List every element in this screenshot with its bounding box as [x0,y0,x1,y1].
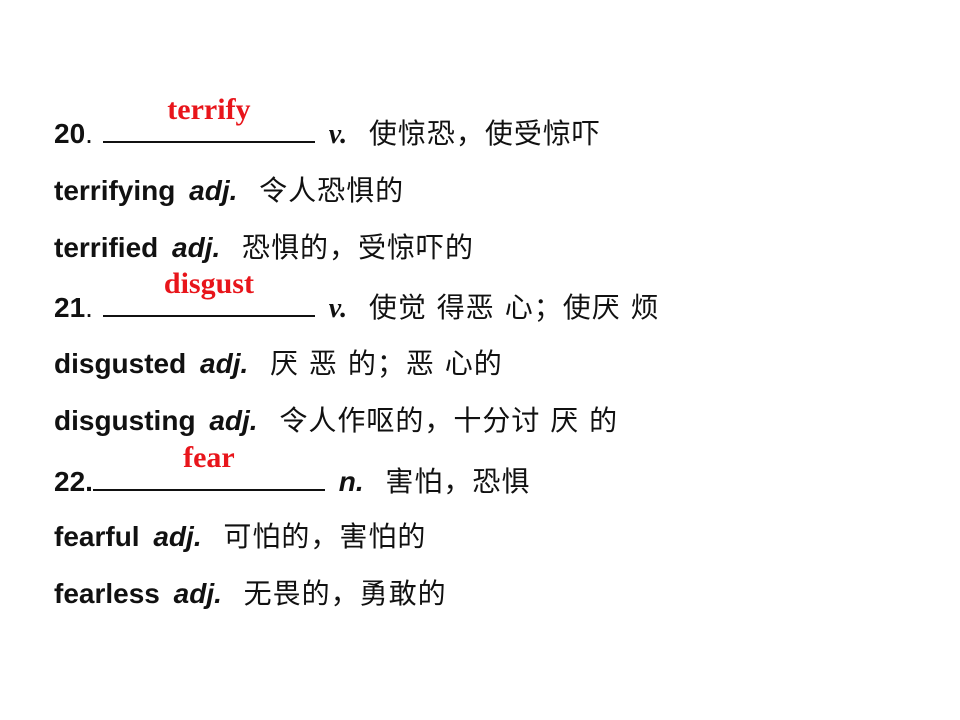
item-number: 20 [54,118,86,149]
derivative-word: disgusted [54,348,187,379]
answer-text: terrify [167,93,251,126]
definition: 可怕的，害怕的 [223,520,427,553]
vocab-entry-21: 21. disgust v. 使觉 得恶 心；使厌 烦 [54,267,660,325]
part-of-speech: adj. [153,521,202,552]
derivative-entry: disgusted adj. 厌 恶 的；恶 心的 [54,344,503,384]
item-separator: . [85,292,93,323]
answer-blank: terrify [102,93,315,143]
definition: 令人恐惧的 [259,174,405,207]
vocab-entry-22: 22. fear n. 害怕，恐惧 [54,441,531,499]
part-of-speech: v. [328,119,348,150]
definition: 害怕，恐惧 [385,465,531,498]
part-of-speech: adj. [173,578,222,609]
part-of-speech: adj. [189,175,238,206]
part-of-speech: adj. [200,348,249,379]
item-separator: . [85,118,93,149]
answer-text: disgust [163,267,254,300]
derivative-word: terrifying [54,175,176,206]
derivative-word: terrified [54,232,159,263]
part-of-speech: v. [328,293,348,324]
answer-blank: fear [92,441,325,491]
derivative-entry: disgusting adj. 令人作呕的，十分讨 厌 的 [54,401,618,441]
part-of-speech: adj. [172,232,221,263]
derivative-entry: terrifying adj. 令人恐惧的 [54,171,404,211]
answer-blank: disgust [102,267,315,317]
definition: 使惊恐，使受惊吓 [368,117,601,150]
derivative-entry: fearless adj. 无畏的，勇敢的 [54,574,447,614]
definition: 无畏的，勇敢的 [243,577,447,610]
definition: 令人作呕的，十分讨 厌 的 [279,404,619,437]
derivative-word: fearless [54,578,160,609]
definition: 使觉 得恶 心；使厌 烦 [368,291,660,324]
item-number: 22. [54,466,93,497]
derivative-word: fearful [54,521,140,552]
part-of-speech: adj. [209,405,258,436]
definition: 恐惧的，受惊吓的 [242,231,475,264]
derivative-word: disgusting [54,405,196,436]
part-of-speech: n. [338,466,364,497]
definition: 厌 恶 的；恶 心的 [270,347,503,380]
derivative-entry: terrified adj. 恐惧的，受惊吓的 [54,228,474,268]
vocab-entry-20: 20. terrify v. 使惊恐，使受惊吓 [54,93,601,151]
item-number: 21 [54,292,86,323]
derivative-entry: fearful adj. 可怕的，害怕的 [54,517,426,557]
answer-text: fear [183,441,235,474]
